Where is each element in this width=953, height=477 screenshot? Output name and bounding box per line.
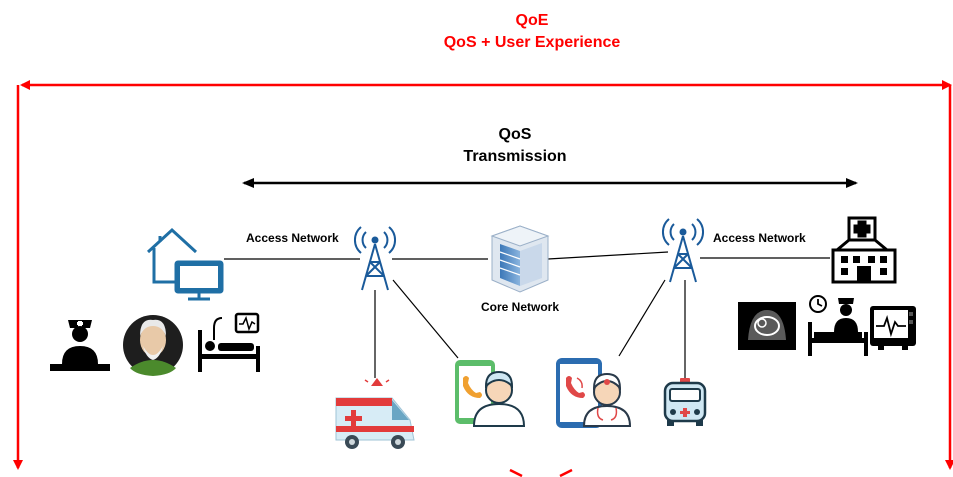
elderly-patient-icon [123, 315, 183, 376]
network-links [224, 251, 830, 380]
patient-bed-clock-icon [808, 295, 868, 356]
qoe-title-line2: QoS + User Experience [443, 34, 621, 51]
ultrasound-icon [738, 302, 796, 350]
phone-call-patient-icon [455, 360, 526, 427]
qos-title-line1: QoS [498, 126, 532, 143]
qos-title-line2: Transmission [463, 148, 567, 165]
qoe-title: QoE QoS + User Experience [0, 10, 953, 54]
qos-title: QoS Transmission [440, 124, 590, 168]
nurse-icon [50, 320, 110, 371]
hospital-bed-monitor-icon [198, 312, 260, 372]
ecg-monitor-icon [870, 306, 916, 350]
qoe-title-line1: QoE [515, 12, 549, 29]
core-network-label: Core Network [481, 300, 560, 314]
access-network-left-label: Access Network [246, 231, 339, 245]
phone-call-doctor-icon [556, 358, 632, 428]
qoe-bracket [13, 80, 953, 477]
ambulance-front-icon [663, 378, 707, 426]
ambulance-icon [335, 378, 415, 449]
hospital-building-icon [831, 216, 897, 284]
cell-tower-right-icon [662, 218, 704, 283]
access-network-right-label: Access Network [713, 231, 806, 245]
home-computer-icon [146, 227, 224, 301]
server-rack-icon [490, 225, 550, 293]
cell-tower-left-icon [354, 226, 396, 291]
